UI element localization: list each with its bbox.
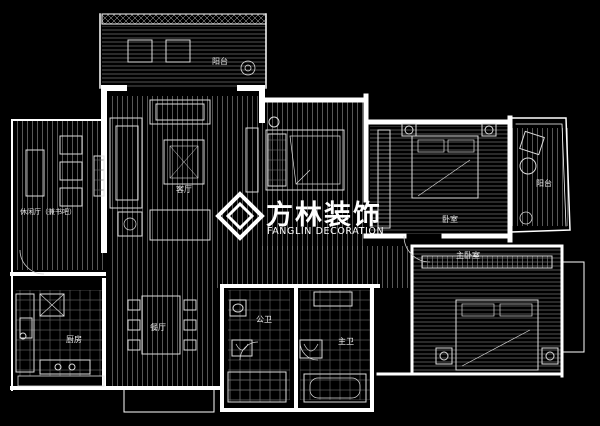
label-public-bath: 公卫 bbox=[256, 315, 272, 324]
floor-hatching bbox=[14, 26, 568, 400]
room-labels: 阳台 客厅 休闲厅（兼书吧） 卧室 阳台 主卧室 厨房 餐厅 公卫 主卫 bbox=[20, 56, 552, 346]
label-master-bedroom: 主卧室 bbox=[456, 250, 480, 260]
label-kitchen: 厨房 bbox=[66, 334, 82, 344]
label-balcony-top: 阳台 bbox=[212, 56, 228, 66]
label-leisure: 休闲厅（兼书吧） bbox=[20, 207, 76, 216]
brand-name-cn: 方林装饰 bbox=[266, 200, 382, 231]
label-dining: 餐厅 bbox=[150, 323, 166, 332]
walls bbox=[10, 13, 585, 413]
fanglin-logo-icon bbox=[215, 191, 265, 241]
label-balcony-right: 阳台 bbox=[536, 178, 552, 188]
label-living: 客厅 bbox=[176, 184, 192, 194]
furniture bbox=[15, 39, 559, 403]
label-master-bath: 主卫 bbox=[338, 336, 354, 346]
brand-name-en: FANGLIN DECORATION bbox=[267, 226, 385, 237]
label-bedroom: 卧室 bbox=[442, 214, 458, 224]
